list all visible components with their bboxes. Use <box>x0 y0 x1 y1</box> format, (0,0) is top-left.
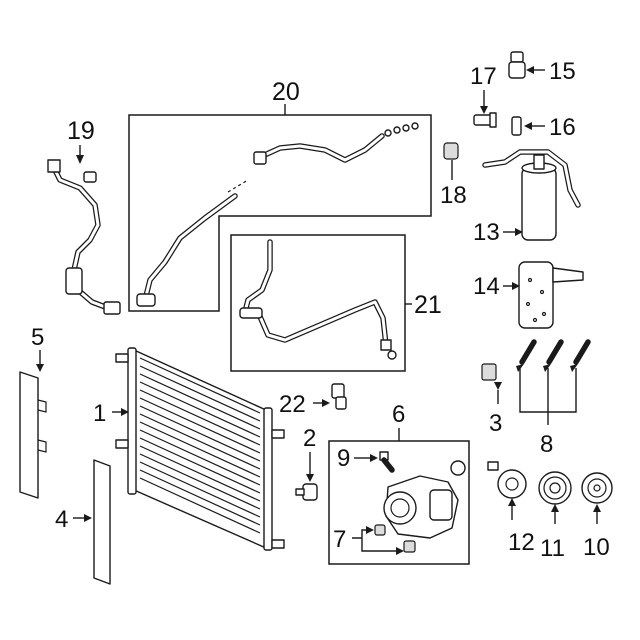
part-18-cap <box>443 142 459 160</box>
callout-1: 1 <box>93 400 106 427</box>
part-3-bracket <box>481 363 497 381</box>
part-19-hose <box>47 159 121 315</box>
callout-6: 6 <box>392 401 405 428</box>
callout-4: 4 <box>55 506 68 533</box>
part-5-seal <box>19 371 47 499</box>
callout-20: 20 <box>272 78 300 106</box>
part-21-liquid-line <box>230 234 406 372</box>
callout-22: 22 <box>279 391 306 418</box>
part-22-pressure-switch <box>331 383 347 410</box>
callout-2: 2 <box>303 425 316 452</box>
part-4-seal <box>93 459 111 585</box>
part-2-valve <box>295 483 318 501</box>
part-15-switch <box>508 51 526 79</box>
part-12-field-coil <box>487 461 527 499</box>
part-1-condenser <box>115 347 285 551</box>
part-8-bolts <box>519 339 591 365</box>
callout-5: 5 <box>31 324 44 351</box>
callout-18: 18 <box>440 182 467 209</box>
part-17-fitting <box>473 112 497 128</box>
callout-13: 13 <box>473 219 500 246</box>
part-13-accumulator <box>482 149 581 241</box>
part-20-group-box <box>128 114 432 312</box>
callout-12: 12 <box>508 529 535 556</box>
part-21-group-box <box>230 234 406 372</box>
callout-21: 21 <box>414 291 442 319</box>
callout-8: 8 <box>540 431 553 458</box>
callout-11: 11 <box>540 535 565 562</box>
callout-3: 3 <box>489 410 502 437</box>
part-10-clutch-plate <box>581 472 613 504</box>
callout-16: 16 <box>549 114 576 141</box>
part-14-drier <box>518 261 584 329</box>
callout-9: 9 <box>337 445 350 472</box>
part-11-pulley <box>538 471 572 505</box>
callout-7: 7 <box>333 526 346 553</box>
callout-10: 10 <box>583 534 610 561</box>
callout-14: 14 <box>473 273 500 300</box>
part-6-compressor-group <box>328 440 470 565</box>
callout-19: 19 <box>67 117 95 145</box>
callout-17: 17 <box>470 63 497 90</box>
part-16-valve-core <box>511 116 522 136</box>
part-20-hose-assembly <box>128 114 432 312</box>
callout-15: 15 <box>549 58 576 85</box>
